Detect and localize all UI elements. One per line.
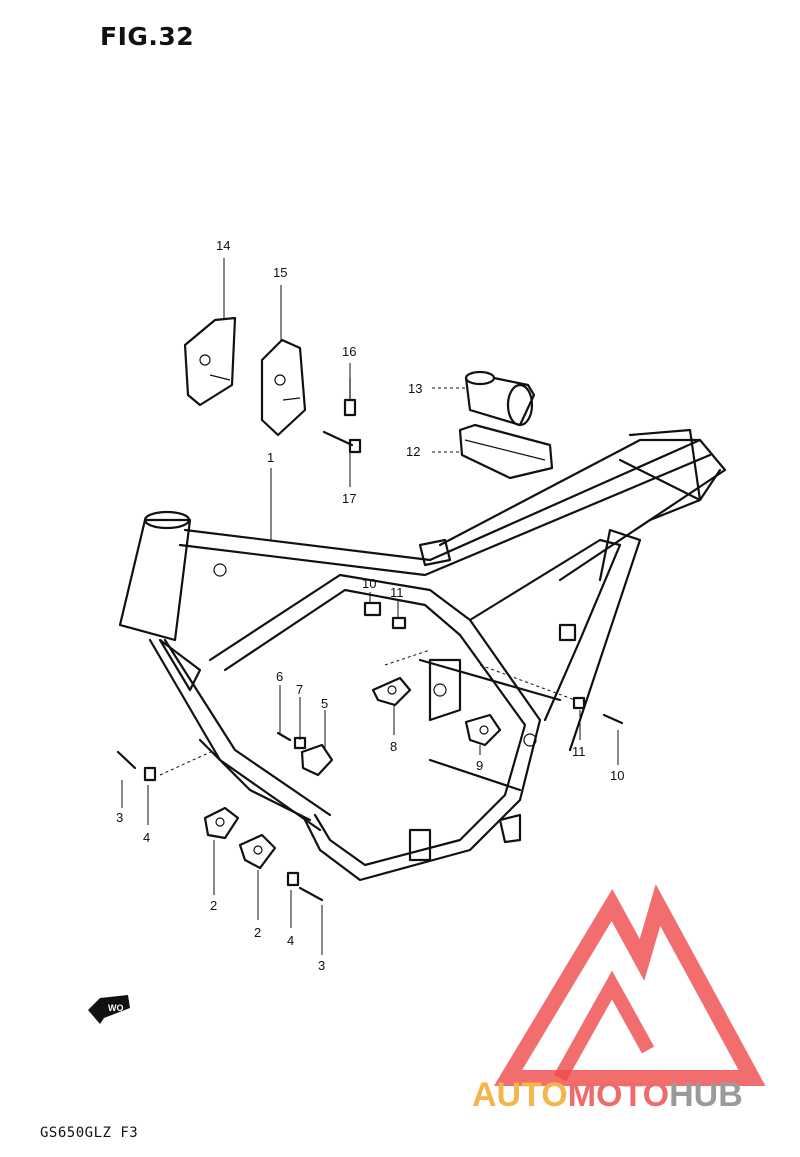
side-cover-right xyxy=(260,338,307,437)
front-arrow-icon: WO xyxy=(88,995,130,1024)
callout-6: 6 xyxy=(276,669,283,684)
bolts-and-nuts xyxy=(116,601,624,902)
callout-9: 9 xyxy=(476,758,483,773)
svg-text:AUTOMOTOHUB: AUTOMOTOHUB xyxy=(472,1076,743,1114)
callout-5: 5 xyxy=(321,696,328,711)
callout-3-right: 3 xyxy=(318,958,325,973)
callout-2-right: 2 xyxy=(254,925,261,940)
callout-15: 15 xyxy=(273,265,287,280)
callout-3-left: 3 xyxy=(116,810,123,825)
callout-16: 16 xyxy=(342,344,356,359)
callout-labels: 14 15 16 13 12 1 17 10 11 6 7 5 8 9 11 1… xyxy=(116,238,624,973)
callout-12: 12 xyxy=(406,444,420,459)
callout-4-left: 4 xyxy=(143,830,150,845)
callout-1: 1 xyxy=(267,450,274,465)
leader-lines xyxy=(121,258,619,955)
logo-triangle-icon xyxy=(493,884,766,1086)
callout-2-left: 2 xyxy=(210,898,217,913)
watermark-logo: AUTOMOTOHUB xyxy=(472,884,766,1114)
callout-7: 7 xyxy=(296,682,303,697)
engine-mount-plates xyxy=(203,676,502,870)
bolt-16 xyxy=(343,378,357,417)
battery-tray xyxy=(458,423,554,480)
callout-10-right: 10 xyxy=(610,768,624,783)
callout-11-top: 11 xyxy=(390,585,404,600)
callout-13: 13 xyxy=(408,381,422,396)
figure-title: FIG.32 xyxy=(100,22,195,51)
watermark-text-auto: AUTO xyxy=(472,1076,568,1114)
callout-4-right: 4 xyxy=(287,933,294,948)
watermark-text-moto: MOTO xyxy=(568,1076,669,1114)
bolt-17 xyxy=(322,430,362,454)
callout-14: 14 xyxy=(216,238,230,253)
callout-11-right: 11 xyxy=(572,744,586,759)
front-marker-label: WO xyxy=(108,1003,124,1013)
callout-17: 17 xyxy=(342,491,356,506)
watermark-text-hub: HUB xyxy=(669,1076,743,1114)
callout-8: 8 xyxy=(390,739,397,754)
callout-10-top: 10 xyxy=(362,576,376,591)
battery xyxy=(464,370,536,427)
side-cover-left xyxy=(183,316,237,407)
model-code: GS650GLZ F3 xyxy=(40,1125,139,1141)
motorcycle-frame xyxy=(118,428,727,882)
